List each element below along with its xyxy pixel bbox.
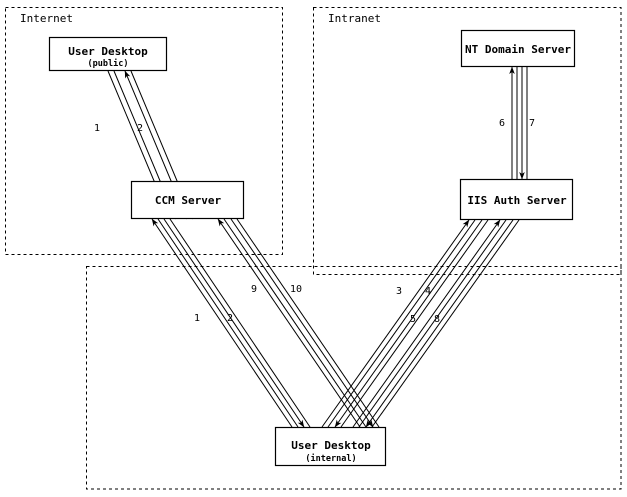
flow-line-2-internal	[151, 218, 293, 428]
node-ccm-server-title: CCM Server	[155, 194, 222, 207]
flow-group-ccm-internal-left	[151, 218, 311, 428]
node-user-desktop-internal-box[interactable]	[274, 426, 387, 467]
flow-group-iis-internal-right	[352, 219, 520, 428]
zone-label-intranet: Intranet	[328, 12, 381, 25]
node-user-desktop-public-box[interactable]	[48, 36, 168, 72]
edge-label-7: 7	[529, 118, 535, 129]
edge-label-10: 10	[290, 284, 302, 295]
node-iis-auth-server-box[interactable]	[459, 178, 574, 221]
node-user-desktop-internal-title: User Desktop	[291, 439, 371, 452]
node-user-desktop-public-title: User Desktop	[68, 45, 148, 58]
node-user-desktop-public-subtitle: (public)	[88, 58, 129, 69]
flow-line-5	[352, 219, 501, 428]
flow-group-domain	[509, 66, 528, 180]
edge-label-8: 8	[434, 314, 440, 325]
edge-label-1-public: 1	[94, 123, 100, 134]
edge-label-2-public: 2	[137, 123, 143, 134]
flow-line-3	[321, 219, 470, 428]
flow-line-4-b	[340, 219, 489, 428]
edge-label-1-internal: 1	[194, 313, 200, 324]
edge-label-6: 6	[499, 118, 505, 129]
flow-line-2-internal-b	[157, 218, 299, 428]
flow-group-ccm-internal-right	[217, 218, 380, 428]
flow-line-10	[230, 218, 374, 428]
node-iis-auth-server[interactable]: IIS Auth Server	[459, 178, 574, 221]
flow-line-1-internal-b	[169, 218, 311, 428]
node-nt-domain-server[interactable]: NT Domain Server	[460, 29, 576, 68]
flow-line-8-b	[371, 219, 520, 428]
zone-internet-box	[5, 7, 283, 255]
flow-line-5-b	[358, 219, 507, 428]
flow-group-iis-internal-left	[321, 219, 489, 428]
edge-label-5: 5	[410, 314, 416, 325]
flow-line-1-internal	[163, 218, 305, 428]
edge-label-9: 9	[251, 284, 257, 295]
flow-line-8	[365, 219, 514, 428]
edge-label-group: 1 2 6 7 9 10 1 2 3 4 5 8	[94, 118, 535, 325]
flow-line-9	[217, 218, 361, 428]
flow-line-4	[334, 219, 483, 428]
flow-line-10-b	[236, 218, 380, 428]
node-user-desktop-public[interactable]: User Desktop (public)	[48, 36, 168, 72]
node-nt-domain-server-box[interactable]	[460, 29, 576, 68]
flow-line-3-b	[327, 219, 476, 428]
node-user-desktop-internal[interactable]: User Desktop (internal)	[274, 426, 387, 467]
node-iis-auth-server-title: IIS Auth Server	[467, 194, 567, 207]
flow-line-9-b	[223, 218, 367, 428]
edge-label-3: 3	[396, 286, 402, 297]
zone-label-internet: Internet	[20, 12, 73, 25]
zone-boundaries	[5, 7, 622, 490]
node-ccm-server-box[interactable]	[130, 180, 245, 220]
edge-label-2-internal: 2	[227, 313, 233, 324]
node-ccm-server[interactable]: CCM Server	[130, 180, 245, 220]
edge-label-4: 4	[425, 286, 431, 297]
node-user-desktop-internal-subtitle: (internal)	[305, 453, 356, 464]
node-nt-domain-server-title: NT Domain Server	[465, 43, 571, 56]
